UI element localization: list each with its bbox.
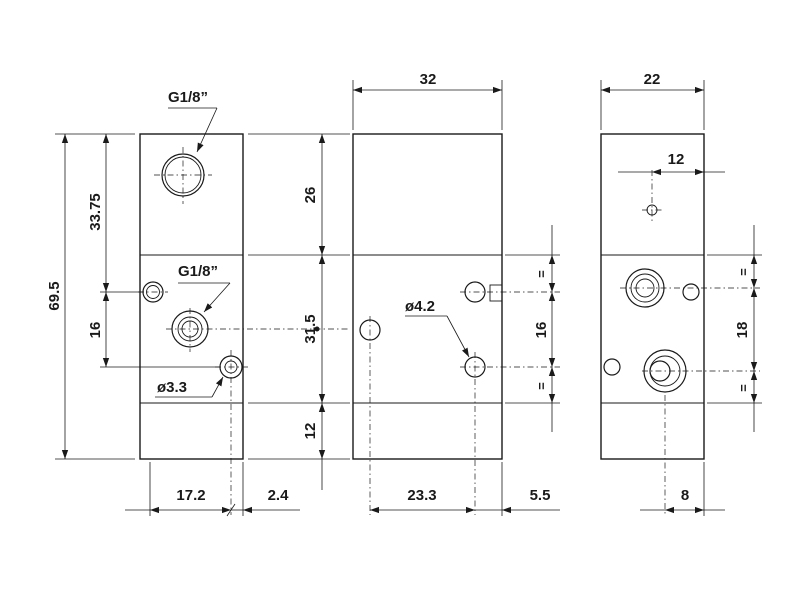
equal-mark: = [534,270,549,278]
equal-mark: = [534,382,549,390]
equal-mark: = [736,268,751,276]
dim-hole-x: 17.2 [176,487,205,504]
dim-hole-pitch: 16 [533,322,550,339]
end-view-body [600,133,705,460]
side-view: ø4.2 32 26 31.5 12 = 16 = 23.3 [248,71,560,516]
side-hole-left-circle [359,316,381,515]
front-view-body [139,133,244,460]
side-hole-diameter-label: ø4.2 [405,298,435,315]
dim-width: 32 [420,71,437,88]
end-right-hole-circle [682,283,700,301]
end-small-hole-circle [642,170,662,222]
end-left-hole-circle [603,358,621,376]
dim-end-port-pitch: 18 [734,322,751,339]
end-view: 22 12 = 18 = 8 [600,71,762,516]
dim-side-hole-x: 23.3 [407,487,436,504]
dim-total-height: 69.5 [46,281,63,310]
dim-bottom-section: 12 [302,423,319,440]
hole-diameter-label: ø3.3 [157,379,187,396]
side-hole-bottom-circle [460,352,560,515]
top-port-circle [154,147,212,204]
thread-label-mid: G1/8” [178,263,218,280]
dim-side-hole-offset: 5.5 [530,487,551,504]
center-dot [314,326,320,332]
leader-line [211,376,224,398]
dim-end-bottom-offset: 8 [681,487,689,504]
end-upper-port-circle [620,268,760,308]
side-view-body [352,133,503,460]
side-hole-top-circle [460,281,560,303]
dim-end-hole-offset: 12 [668,151,685,168]
leader-line [196,107,218,153]
dim-top-section: 26 [302,187,319,204]
dim-upper: 33.75 [87,193,104,231]
dim-end-width: 22 [644,71,661,88]
thread-label-top: G1/8” [168,89,208,106]
end-lower-port-circle [642,349,760,515]
dim-port-pitch: 16 [87,322,104,339]
equal-mark: = [736,384,751,392]
dim-mid-section: 31.5 [302,314,319,343]
side-view-tab [489,284,503,302]
dim-hole-offset: 2.4 [268,487,290,504]
front-view: G1/8” G1/8” ø3.3 [46,89,350,517]
leader-line [446,315,470,358]
leader-line [203,282,231,313]
